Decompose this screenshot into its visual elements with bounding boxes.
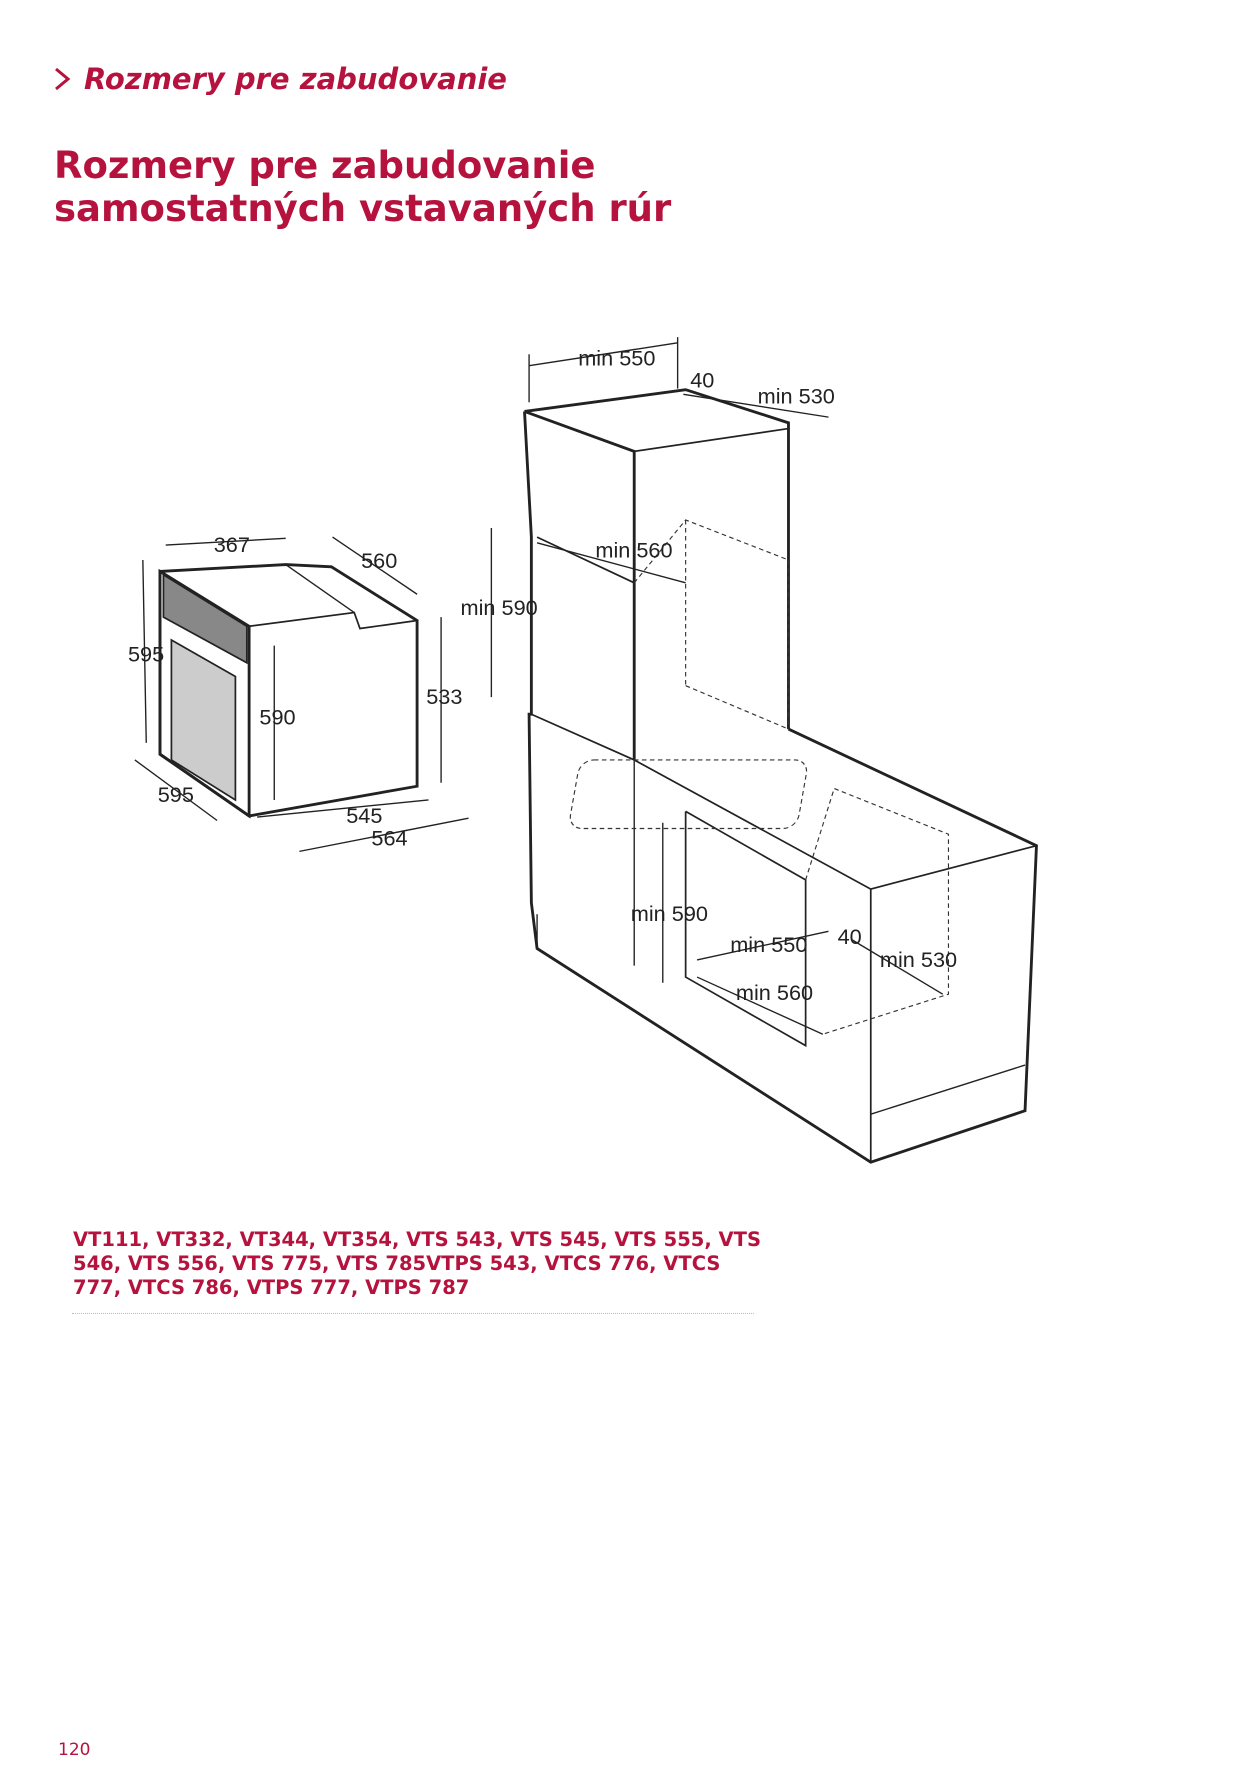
title-line-1: Rozmery pre zabudovanie xyxy=(54,144,596,187)
chevron-right-icon xyxy=(55,67,71,91)
dim-560: 560 xyxy=(361,548,397,573)
dim-min-530-top: min 530 xyxy=(758,383,835,408)
breadcrumb-label: Rozmery pre zabudovanie xyxy=(84,62,507,96)
page-number: 120 xyxy=(58,1740,91,1760)
oven-dimension-lines xyxy=(134,536,469,853)
dim-min-590-top: min 590 xyxy=(461,595,538,620)
oven-drawing xyxy=(158,563,419,819)
dim-min-560-bottom: min 560 xyxy=(736,980,813,1005)
dim-595-height: 595 xyxy=(128,642,164,667)
title-line-2: samostatných vstavaných rúr xyxy=(54,187,672,230)
dim-min-560-top: min 560 xyxy=(595,538,672,563)
dim-min-550-top: min 550 xyxy=(578,346,655,371)
dimension-labels: 367 560 595 590 533 595 545 564 min 550 … xyxy=(128,346,957,1005)
dim-min-530-bottom: min 530 xyxy=(880,947,957,972)
cabinet-dashed-lines xyxy=(569,519,950,1035)
dim-595-width: 595 xyxy=(158,782,194,807)
cabinet-dimension-lines xyxy=(490,337,944,1035)
cabinet-drawing xyxy=(523,388,1038,1164)
dim-367: 367 xyxy=(214,532,250,557)
dim-590: 590 xyxy=(259,705,295,730)
dim-545: 545 xyxy=(346,803,382,828)
model-list: VT111, VT332, VT344, VT354, VTS 543, VTS… xyxy=(73,1228,761,1299)
dim-min-590-bottom: min 590 xyxy=(631,901,708,926)
divider xyxy=(72,1313,754,1314)
dim-533: 533 xyxy=(426,684,462,709)
breadcrumb: Rozmery pre zabudovanie xyxy=(52,62,507,96)
dim-40-top: 40 xyxy=(690,367,714,392)
dim-min-550-bottom: min 550 xyxy=(730,932,807,957)
dim-40-bottom: 40 xyxy=(838,924,862,949)
dim-564: 564 xyxy=(371,826,407,851)
